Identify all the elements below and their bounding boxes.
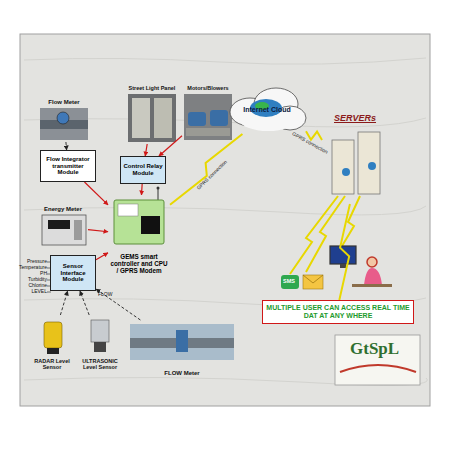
motor [188, 112, 206, 126]
envelope-flap [303, 275, 323, 283]
signal-wire [96, 253, 108, 260]
signal-label: SMS [283, 279, 295, 285]
node-text: Energy Meter [44, 206, 82, 213]
module-box: Control Relay Module [120, 156, 166, 184]
node-text: Internet Cloud [243, 106, 290, 114]
node-text: ULTRASONIC Level Sensor [79, 358, 121, 370]
device-screen [141, 216, 160, 234]
module-box: Flow Integrator transmitter Module [40, 150, 96, 182]
motors-photo [184, 94, 232, 140]
desk [352, 284, 392, 287]
device-node: Internet Cloud [228, 86, 306, 134]
antenna-tip [157, 187, 160, 190]
flow-meter-photo [130, 324, 234, 360]
node-text: Flow Integrator transmitter Module [42, 156, 94, 176]
cabinet [132, 98, 150, 138]
signal-wire [145, 144, 147, 156]
signal-label: PH [0, 271, 47, 276]
node-text: Motors/Blowers [187, 85, 228, 91]
controller-device [114, 200, 164, 244]
energy-meter-photo [42, 215, 86, 245]
signal-label: LEVEL [0, 289, 47, 294]
signal-wire [84, 182, 108, 205]
node-text: GEMS smart controller and CPU / GPRS Mod… [109, 253, 169, 274]
signal-wire [141, 184, 143, 195]
device-node: FLOW Meter [128, 320, 236, 378]
node-text: Street Light Panel [129, 85, 176, 91]
monitor-icon [330, 246, 356, 264]
base [186, 128, 230, 136]
radar-sensor-photo [44, 322, 62, 348]
device-node: Street Light Panel [126, 84, 178, 144]
flow-meter-photo [40, 108, 88, 140]
panel-background [20, 34, 430, 406]
signal-label: FLOW [98, 292, 112, 297]
monitor-stand [340, 264, 346, 268]
server-globe [368, 162, 376, 170]
device-node: RADAR Level Sensor [30, 315, 74, 371]
device-node: SERVERs [322, 112, 388, 204]
signal-wire [65, 142, 67, 150]
person-head [367, 257, 377, 267]
node-text: MULTIPLE USER CAN ACCESS REAL TIME DAT A… [264, 304, 412, 320]
signal-wire [88, 230, 108, 232]
server-tower [332, 140, 354, 194]
cabinet [154, 98, 172, 138]
meter-keys [74, 220, 82, 240]
node-text: Control Relay Module [122, 163, 164, 176]
device-node: Energy Meter [38, 205, 88, 249]
signal-label: Turbidity [0, 277, 47, 282]
module-box: Sensor Interface Module [50, 255, 96, 291]
signal-label: Temperature [0, 265, 47, 270]
sensor-base [47, 348, 59, 354]
node-text: Flow Meter [48, 99, 79, 106]
person-body [364, 268, 382, 285]
antenna [158, 189, 159, 200]
signal-label: Chlorine [0, 283, 47, 288]
ultrasonic-sensor-photo [91, 320, 109, 342]
wireless-link [170, 134, 242, 205]
node-text: Sensor Interface Module [52, 263, 94, 283]
meter-display [48, 220, 70, 229]
node-text: FLOW Meter [164, 370, 199, 377]
email-icon [303, 275, 323, 289]
signal-wire [80, 291, 89, 315]
node-text: SERVERs [334, 113, 376, 123]
meter-head [57, 112, 69, 124]
sensor-base [94, 342, 106, 352]
logo-swoosh [340, 365, 416, 372]
sms-icon [281, 275, 299, 289]
signal-label: Pressure [0, 259, 47, 264]
server-tower [358, 132, 380, 194]
panel-photo [128, 94, 176, 142]
server-globe [342, 168, 350, 176]
logo-plate [335, 335, 420, 385]
logo-plate [118, 204, 138, 216]
logo-text: GtSpL [350, 340, 399, 357]
signal-wire [159, 136, 182, 156]
module-box: MULTIPLE USER CAN ACCESS REAL TIME DAT A… [262, 300, 414, 324]
signal-wire [96, 289, 140, 320]
wireless-link [342, 196, 360, 246]
wood-grain [24, 58, 427, 385]
wireless-link [339, 204, 350, 300]
device-node: Motors/Blowers [182, 84, 234, 142]
device-node: Flow Meter [38, 98, 90, 142]
device-node: ULTRASONIC Level Sensor [78, 315, 122, 371]
motor [210, 110, 228, 126]
signal-wire [60, 291, 67, 315]
meter-body [176, 330, 188, 352]
device-node: GEMS smart controller and CPU / GPRS Mod… [108, 195, 170, 275]
node-text: RADAR Level Sensor [31, 358, 73, 370]
